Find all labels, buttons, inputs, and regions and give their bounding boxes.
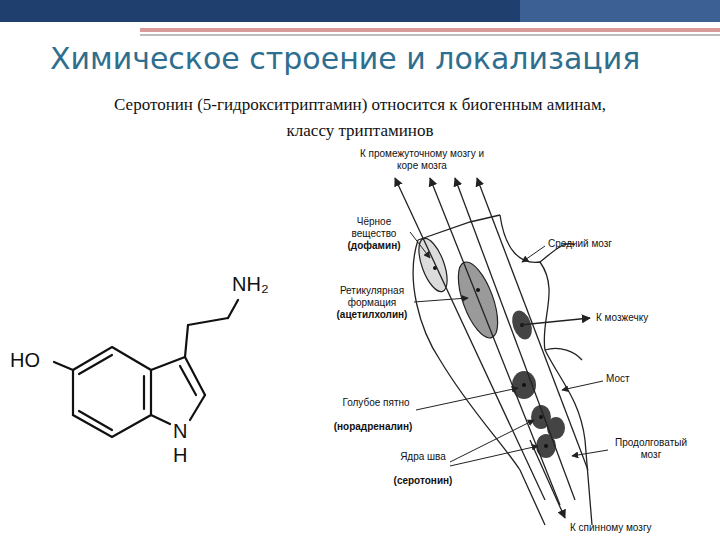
- atom-label: H: [173, 444, 187, 466]
- leader-line: [410, 232, 608, 466]
- top-bar: [0, 0, 720, 22]
- raphe-nucleus: [536, 434, 556, 458]
- region-label: Мост: [606, 373, 630, 385]
- structure-label: Ядра шва: [398, 451, 448, 463]
- transmitter-label: (дофамин): [338, 240, 410, 252]
- transmitter-label: (ацетилхолин): [328, 309, 416, 321]
- atom-label: N: [173, 420, 187, 442]
- region-label: Продолговатый мозг: [608, 437, 694, 461]
- structure-label: Голубое пятно: [340, 397, 412, 409]
- transmitter-label: (норадреналин): [326, 421, 420, 433]
- nucleus-dots: [433, 266, 548, 448]
- accent-line: [140, 28, 720, 32]
- transmitter-label: (серотонин): [386, 475, 460, 487]
- direction-label: К спинному мозгу: [570, 522, 652, 534]
- subtitle: Серотонин (5-гидрокситриптамин) относитс…: [100, 92, 620, 144]
- direction-label: К промежуточному мозгу и коре мозга: [358, 148, 486, 172]
- direction-label: К мозжечку: [596, 312, 648, 324]
- projection-arrow: [395, 178, 590, 518]
- atom-label: NH₂: [232, 273, 269, 295]
- top-bar-shade: [520, 0, 720, 22]
- region-label: Средний мозг: [548, 238, 612, 250]
- slide-title: Химическое строение и локализация: [50, 42, 640, 76]
- accent-line: [140, 34, 720, 36]
- structure-label: Ретикулярная формация: [332, 285, 412, 309]
- structure-label: Чёрное вещество: [338, 216, 410, 240]
- molecule: [54, 300, 238, 437]
- atom-label: HO: [10, 349, 40, 371]
